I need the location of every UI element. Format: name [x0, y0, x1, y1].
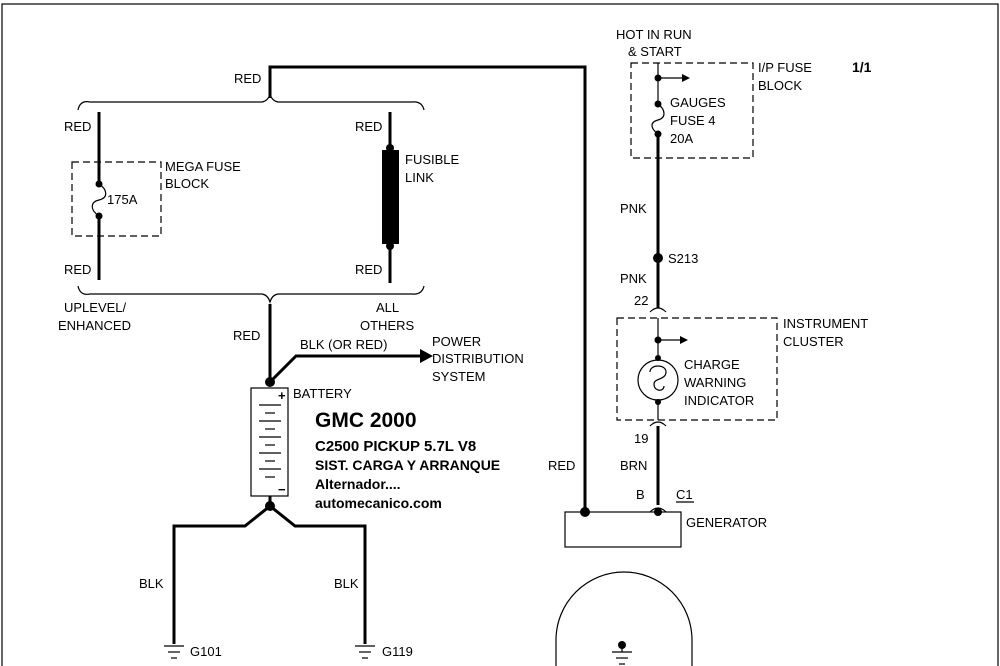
battery-plates [259, 404, 281, 478]
mega-fuse-rating: 175A [107, 192, 138, 207]
fusible-link-symbol [382, 150, 399, 244]
lamp-filament [649, 365, 667, 391]
diagram-border [1, 3, 999, 666]
fusible-link-label-1: FUSIBLE [405, 152, 460, 167]
wire-label-pnk-top: PNK [620, 201, 647, 216]
wire-label-red-left-bottom: RED [64, 262, 91, 277]
all-others-label-2: OTHERS [360, 318, 415, 333]
wire-label-brn: BRN [620, 458, 647, 473]
power-distribution-wire [268, 354, 420, 384]
ground-wire-right [269, 504, 367, 644]
ground-label-g101: G101 [190, 644, 222, 659]
bottom-brace [77, 285, 425, 305]
ground-icon [164, 645, 184, 659]
generator-l-terminal [654, 508, 662, 516]
wire-label-blk-or-red: BLK (OR RED) [300, 337, 387, 352]
generator-terminal-box [564, 511, 682, 548]
ground-wire-left [172, 504, 271, 644]
power-distribution-label-1: POWER [432, 334, 481, 349]
subtitle-line-2: SIST. CARGA Y ARRANQUE [315, 457, 500, 473]
terminal-b-label: B [636, 487, 645, 502]
connector-22-symbol [649, 307, 667, 313]
ip-fuse-block-box [630, 62, 754, 159]
wire-label-red-battery: RED [233, 328, 260, 343]
pin-22-label: 22 [634, 293, 648, 308]
charge-warning-label-3: INDICATOR [684, 393, 754, 408]
wire-label-blk-left: BLK [139, 576, 164, 591]
mega-fuse-block-label-2: BLOCK [165, 176, 209, 191]
gauges-fuse-symbol [651, 103, 665, 135]
top-brace [77, 91, 425, 111]
ground-icon [355, 645, 375, 659]
connector-19-symbol [649, 421, 667, 427]
uplevel-label-1: UPLEVEL/ [64, 300, 127, 315]
connector-c1-label: C1 [676, 487, 693, 502]
pin-19-label: 19 [634, 431, 648, 446]
wire-label-red-right-bottom: RED [355, 262, 382, 277]
red-wire-main [268, 65, 587, 512]
power-distribution-arrow [420, 349, 433, 363]
generator-ground-node [618, 641, 626, 649]
power-distribution-label-3: SYSTEM [432, 369, 485, 384]
gauges-fuse-label-2: FUSE 4 [670, 113, 716, 128]
ground-label-g119: G119 [382, 644, 413, 659]
mega-fuse-symbol [91, 183, 107, 217]
hot-in-run-label-2: & START [628, 44, 682, 59]
splice-label: S213 [668, 251, 698, 266]
subtitle-line-1: C2500 PICKUP 5.7L V8 [315, 438, 476, 455]
ip-fuse-bus-arrow [682, 74, 690, 82]
wire-label-red-right-top: RED [355, 119, 382, 134]
mega-fuse-block-label-1: MEGA FUSE [165, 159, 241, 174]
fusible-link-label-2: LINK [405, 170, 434, 185]
all-others-label-1: ALL [376, 300, 399, 315]
charge-warning-label-2: WARNING [684, 375, 746, 390]
diagram-title: GMC 2000 [315, 409, 417, 432]
generator-battery-terminal [580, 507, 590, 517]
battery-box [250, 387, 289, 497]
gauges-fuse-label-3: 20A [670, 131, 693, 146]
battery-plus-sign: + [278, 388, 286, 403]
gauges-fuse-label-1: GAUGES [670, 95, 726, 110]
subtitle-line-3: Alternador.... [315, 476, 401, 492]
wire-label-red-top: RED [234, 71, 261, 86]
page-number: 1/1 [852, 59, 872, 75]
wire-label-pnk-bottom: PNK [620, 271, 647, 286]
uplevel-label-2: ENHANCED [58, 318, 131, 333]
cluster-bus-arrow [680, 336, 688, 344]
mega-fuse-block-box [71, 161, 162, 237]
generator-body [555, 571, 693, 666]
subtitle-line-4: automecanico.com [315, 495, 442, 511]
ip-fuse-block-label-1: I/P FUSE [758, 60, 812, 75]
fusible-link-terminal-top [386, 144, 394, 152]
battery-label: BATTERY [293, 386, 352, 401]
wire-label-red-generator: RED [548, 458, 575, 473]
hot-in-run-label-1: HOT IN RUN [616, 27, 692, 42]
generator-label: GENERATOR [686, 515, 767, 530]
instrument-cluster-box [616, 317, 778, 421]
wire-label-red-left-top: RED [64, 119, 91, 134]
instrument-cluster-label-2: CLUSTER [783, 334, 844, 349]
instrument-cluster-label-1: INSTRUMENT [783, 316, 868, 331]
fusible-link-terminal-bottom [386, 242, 394, 250]
power-distribution-label-2: DISTRIBUTION [432, 351, 524, 366]
splice-s213 [653, 253, 663, 263]
wire-label-blk-right: BLK [334, 576, 359, 591]
ip-fuse-block-label-2: BLOCK [758, 78, 802, 93]
battery-minus-sign: − [278, 482, 286, 497]
charge-warning-label-1: CHARGE [684, 357, 740, 372]
